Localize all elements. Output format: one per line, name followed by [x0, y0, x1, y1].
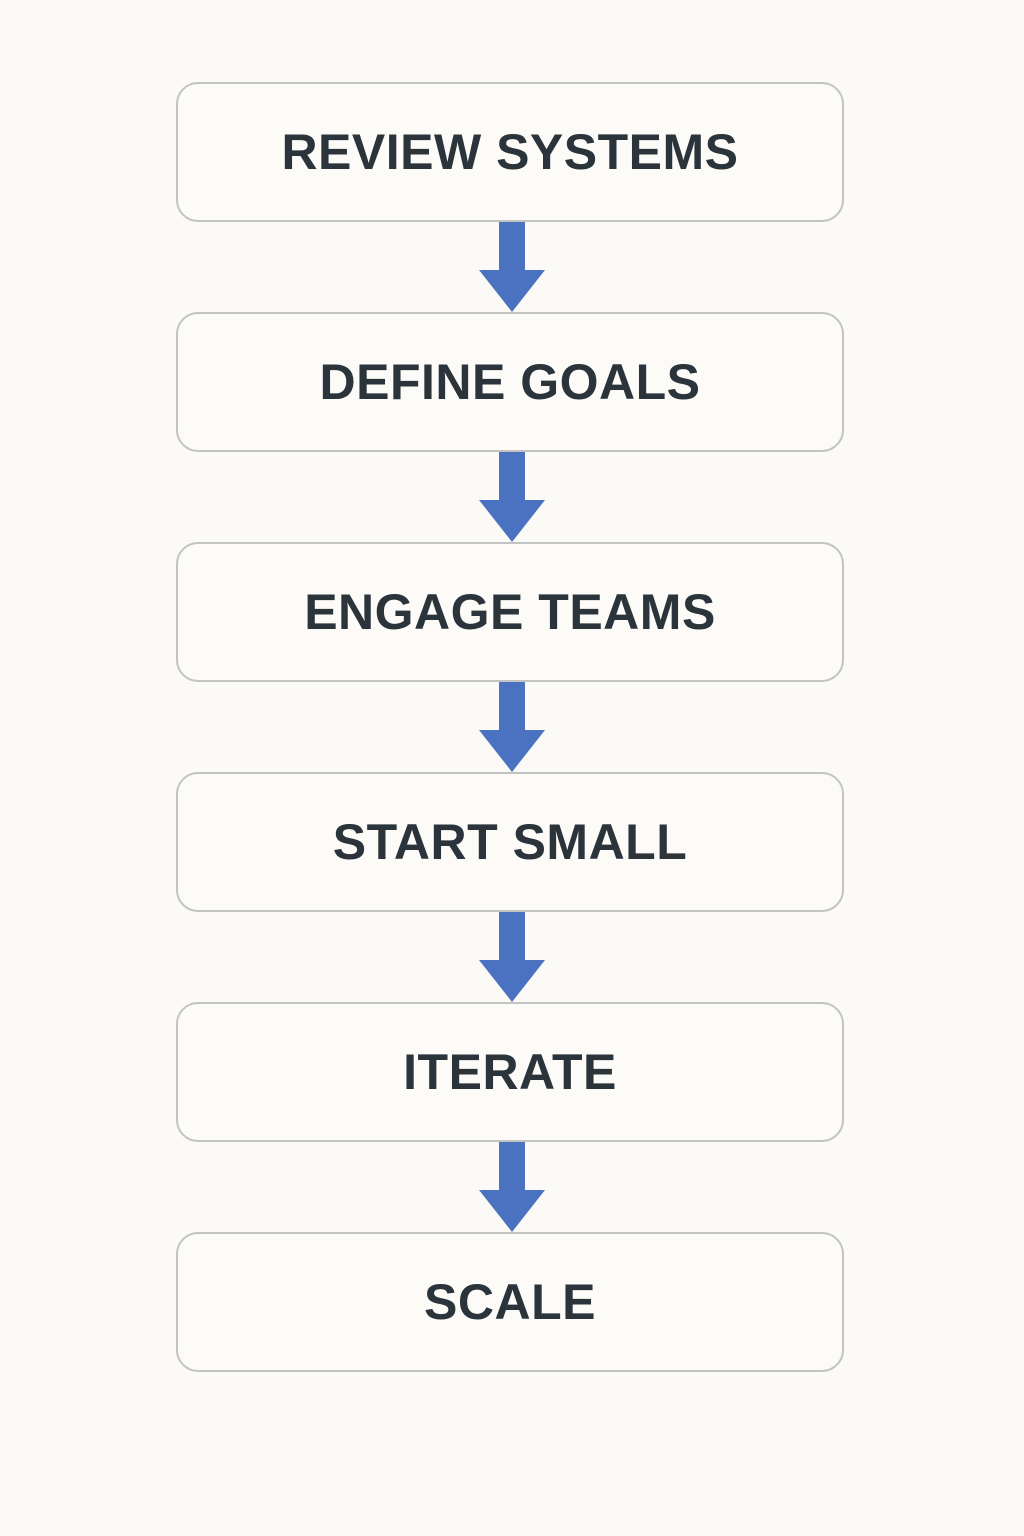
step-box-define-goals: DEFINE GOALS	[176, 312, 844, 452]
step-label: SCALE	[424, 1274, 596, 1330]
down-arrow-icon	[477, 682, 547, 772]
down-arrow-icon	[477, 452, 547, 542]
step-box-scale: SCALE	[176, 1232, 844, 1372]
step-label: DEFINE GOALS	[319, 354, 701, 410]
step-label: ENGAGE TEAMS	[304, 584, 716, 640]
step-box-review-systems: REVIEW SYSTEMS	[176, 82, 844, 222]
down-arrow-icon	[477, 1142, 547, 1232]
step-label: REVIEW SYSTEMS	[281, 124, 739, 180]
down-arrow-icon	[477, 222, 547, 312]
step-box-iterate: ITERATE	[176, 1002, 844, 1142]
down-arrow-icon	[477, 912, 547, 1002]
step-label: START SMALL	[332, 814, 688, 870]
step-label: ITERATE	[403, 1044, 617, 1100]
step-box-start-small: START SMALL	[176, 772, 844, 912]
step-box-engage-teams: ENGAGE TEAMS	[176, 542, 844, 682]
